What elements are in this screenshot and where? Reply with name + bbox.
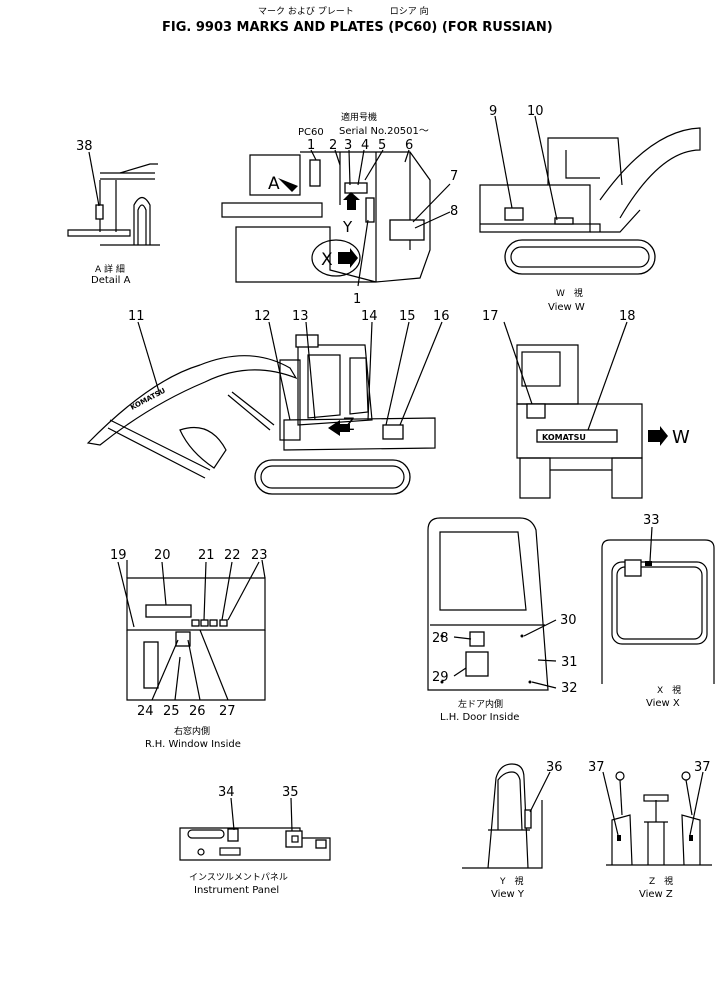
lh-door-jp: 左ドア内側: [458, 698, 503, 710]
lh-door-drawing: [427, 517, 557, 691]
callout-7: 7: [450, 169, 458, 184]
instrument-panel-label: Instrument Panel: [194, 885, 279, 896]
rh-window-label: R.H. Window Inside: [145, 739, 241, 750]
view-w-drawing: [479, 115, 701, 275]
view-x-drawing: [601, 526, 715, 684]
callout-28: 28: [432, 631, 449, 646]
instrument-panel-drawing: [179, 797, 331, 861]
callout-33: 33: [643, 513, 660, 528]
callout-25: 25: [163, 704, 180, 719]
view-y-label: View Y: [491, 889, 525, 900]
callout-13: 13: [292, 309, 309, 324]
plate-33-mark: [624, 559, 642, 577]
rear-brand-text: KOMATSU: [542, 433, 586, 442]
callout-24: 24: [137, 704, 154, 719]
callout-22: 22: [224, 548, 241, 563]
title-english: FIG. 9903 MARKS AND PLATES (PC60) (FOR R…: [162, 20, 553, 35]
callout-11: 11: [128, 309, 145, 324]
callout-3: 3: [344, 138, 352, 153]
callout-37-right: 37: [694, 760, 711, 775]
callout-29: 29: [432, 670, 449, 685]
boom-brand-text: KOMATSU: [129, 387, 167, 412]
plate-17-mark: [526, 403, 546, 419]
callout-1-bottom: 1: [353, 292, 361, 307]
view-letter-w: W: [672, 427, 690, 448]
title-japanese: マーク および プレート ロシア 向: [258, 5, 429, 17]
view-w-jp: W 視: [556, 287, 583, 299]
callout-15: 15: [399, 309, 416, 324]
view-letter-z: Z: [343, 415, 355, 435]
callout-18: 18: [619, 309, 636, 324]
serial-label-jp: 適用号機: [341, 111, 377, 123]
serial-number-label: Serial No.20501～: [339, 126, 429, 137]
plate-9-mark: [504, 207, 524, 221]
callout-37-left: 37: [588, 760, 605, 775]
callout-5: 5: [378, 138, 386, 153]
callout-19: 19: [110, 548, 127, 563]
callout-36: 36: [546, 760, 563, 775]
front-view-drawing: [503, 321, 668, 499]
view-y-jp: Y 視: [499, 875, 524, 887]
callout-23: 23: [251, 548, 268, 563]
callout-21: 21: [198, 548, 215, 563]
callout-12: 12: [254, 309, 271, 324]
callout-4: 4: [361, 138, 369, 153]
detail-a-jp: A 詳 細: [95, 263, 125, 275]
callout-38: 38: [76, 139, 93, 154]
callout-27: 27: [219, 704, 236, 719]
callout-9: 9: [489, 104, 497, 119]
callout-20: 20: [154, 548, 171, 563]
view-letter-a: A: [268, 174, 280, 194]
callout-17: 17: [482, 309, 499, 324]
detail-a-drawing: [67, 151, 160, 246]
callout-34: 34: [218, 785, 235, 800]
callout-1-top: 1: [307, 138, 315, 153]
view-x-jp: X 視: [657, 684, 681, 696]
view-y-drawing: [462, 763, 551, 869]
callout-10: 10: [527, 104, 544, 119]
rh-window-drawing: [117, 559, 266, 701]
callout-6: 6: [405, 138, 413, 153]
callout-30: 30: [560, 613, 577, 628]
machine-top-drawing: [221, 149, 451, 287]
view-z-jp: Z 視: [649, 875, 673, 887]
view-letter-y: Y: [342, 218, 353, 236]
rh-window-jp: 右窓内側: [174, 725, 210, 737]
view-letter-x: X: [321, 250, 333, 270]
view-z-drawing: [602, 771, 712, 866]
callout-2: 2: [329, 138, 337, 153]
view-w-label: View W: [548, 302, 585, 313]
callout-31: 31: [561, 655, 578, 670]
detail-a-label: Detail A: [91, 275, 131, 286]
callout-35: 35: [282, 785, 299, 800]
plate-38-mark: [95, 204, 104, 220]
callout-8: 8: [450, 204, 458, 219]
callout-14: 14: [361, 309, 378, 324]
model-label: PC60: [298, 127, 324, 138]
instrument-panel-jp: インスツルメントパネル: [189, 872, 288, 883]
view-x-label: View X: [646, 698, 680, 709]
view-z-label: View Z: [639, 889, 673, 900]
plate-36-mark: [524, 809, 532, 829]
side-view-drawing: [86, 321, 443, 495]
callout-16: 16: [433, 309, 450, 324]
callout-32: 32: [561, 681, 578, 696]
callout-26: 26: [189, 704, 206, 719]
lh-door-label: L.H. Door Inside: [440, 712, 519, 723]
